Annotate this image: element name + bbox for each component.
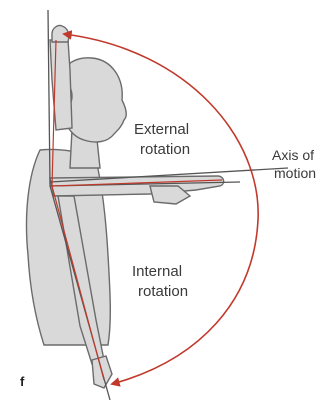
panel-letter: f — [20, 374, 25, 389]
internal-rotation-label-line1: Internal — [132, 263, 182, 280]
axis-of-motion-label-line2: motion — [274, 165, 316, 181]
internal-rotation-label-line2: rotation — [138, 283, 188, 300]
raised-forearm-shape — [50, 40, 72, 130]
external-rotation-label-line2: rotation — [140, 141, 190, 158]
axis-of-motion-label-line1: Axis of — [272, 147, 314, 163]
external-rotation-label-line1: External — [134, 121, 189, 138]
